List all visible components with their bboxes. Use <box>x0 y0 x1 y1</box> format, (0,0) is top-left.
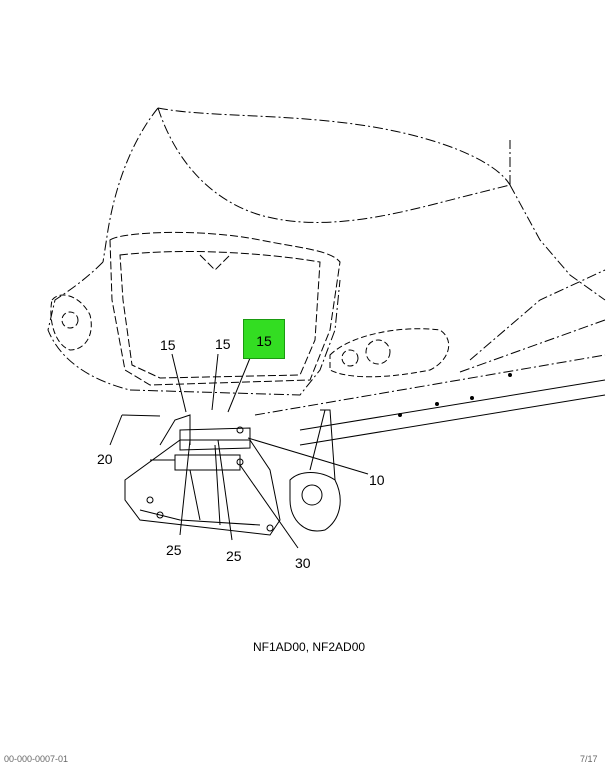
leader-30 <box>239 464 299 549</box>
callout-15-b: 15 <box>215 336 231 352</box>
callout-20: 20 <box>97 451 113 467</box>
headlamp-left <box>50 294 92 351</box>
headlamp-right <box>329 328 450 378</box>
callout-10: 10 <box>369 472 385 488</box>
leader-15-highlight <box>227 357 251 413</box>
bumper-bracket-assembly <box>124 409 341 536</box>
model-caption: NF1AD00, NF2AD00 <box>253 640 366 654</box>
callout-30: 30 <box>295 555 311 571</box>
frame-rail <box>299 373 606 446</box>
callout-25-b: 25 <box>226 548 242 564</box>
leader-25-a <box>179 439 191 536</box>
footer-page: 7/17 <box>580 754 598 764</box>
grille <box>109 231 341 386</box>
callout-15-a: 15 <box>160 337 176 353</box>
leader-20 <box>109 414 123 446</box>
hood-outline <box>47 107 606 416</box>
leader-10 <box>247 437 369 475</box>
leader-15-a <box>171 353 187 413</box>
leader-20-top <box>121 414 161 417</box>
leader-25-b <box>217 439 233 541</box>
callout-25-a: 25 <box>166 542 182 558</box>
leader-15-b <box>211 353 219 411</box>
footer-reference: 00-000-0007-01 <box>4 754 69 764</box>
leader-lines <box>109 353 369 549</box>
callout-15-highlighted[interactable]: 15 <box>243 319 285 359</box>
